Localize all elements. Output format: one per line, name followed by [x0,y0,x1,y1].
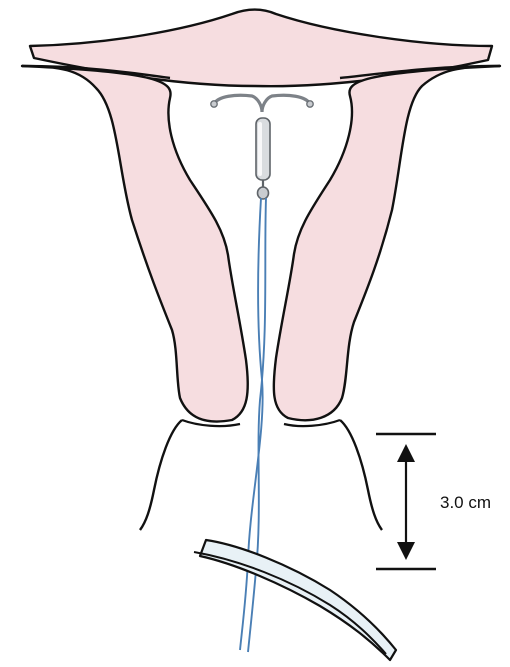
measure-arrowhead-up [397,444,415,462]
iud-stem-highlight [258,122,262,176]
right-uterine-wall [274,66,500,420]
iud-arm-tip-right [307,101,313,107]
measurement-label: 3.0 cm [440,493,491,512]
measure-arrowhead-down [397,542,415,560]
iud-string-right [248,198,266,652]
iud-bulb [258,187,269,199]
instrument-blade [200,540,396,660]
iud-arm-tip-left [211,101,217,107]
cervix-left [140,420,182,530]
iud-arms [214,95,310,112]
cervix-right [340,420,382,530]
left-uterine-wall [22,66,248,422]
